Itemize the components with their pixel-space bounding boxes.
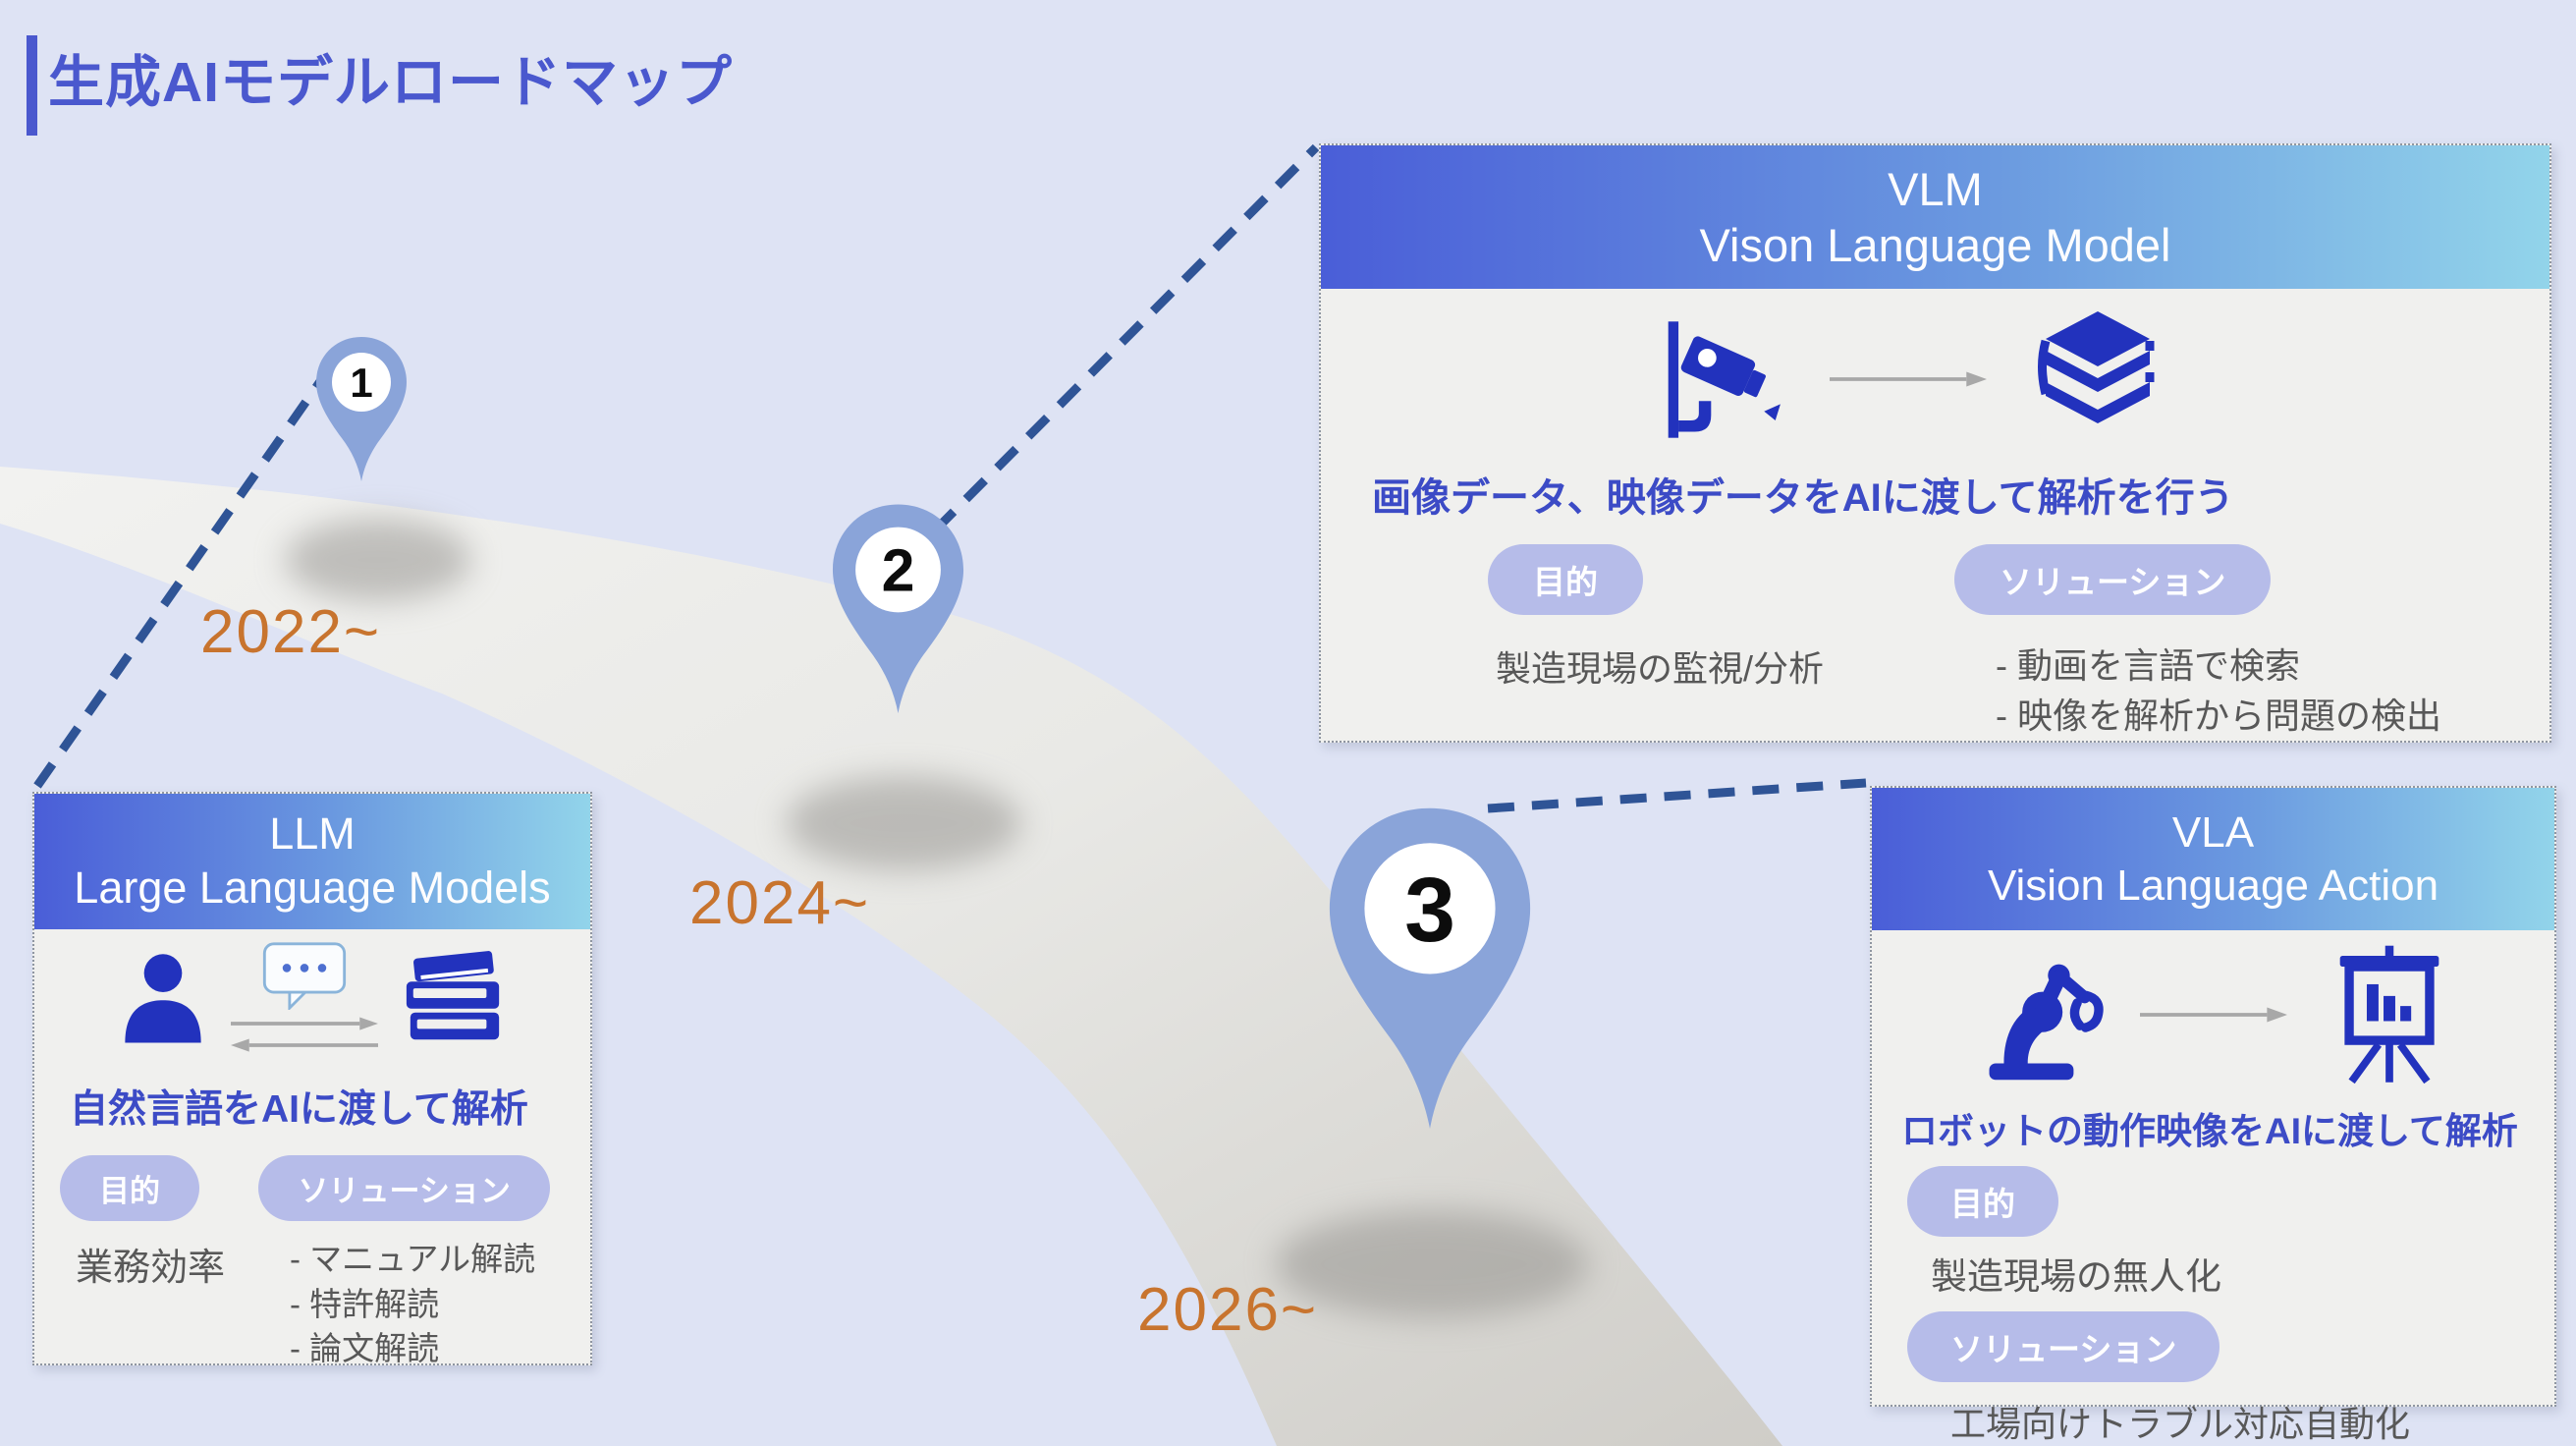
card-full-name: Vision Language Action [1987,861,2439,910]
connector-line-2 [931,143,1320,534]
purpose-text: 製造現場の無人化 [1931,1256,2221,1297]
card-abbr: VLM [1888,162,1983,215]
card-abbr: VLA [2171,807,2255,857]
solution-item: - 映像を解析から問題の検出 [1996,695,2441,737]
pill-row: 目的 ソリューション [34,1155,590,1221]
connector-line-3 [1487,778,1867,813]
user-icon [125,954,201,1043]
timeline-pin-1: 1 [312,336,411,483]
pin-number: 2 [882,537,915,604]
vlm-card: VLM Vison Language Model [1319,143,2551,743]
year-label-2024: 2024~ [689,869,871,937]
page-title: 生成AIモデルロードマップ [48,51,733,114]
solution-item: - 論文解読 [290,1330,440,1367]
solution-list: - 動画を言語で検索 - 映像を解析から問題の検出 [1996,640,2441,741]
purpose-column: 目的 製造現場の監視/分析 [1488,544,1910,741]
solution-item: - 特許解読 [290,1285,440,1322]
text-row: 業務効率 - マニュアル解読 - 特許解読 - 論文解読 [34,1237,590,1371]
card-body: ロボットの動作映像をAIに渡して解析 目的 製造現場の無人化 ソリューション 工… [1872,942,2554,1446]
map-pin-icon: 3 [1329,807,1531,1130]
vla-card: VLA Vision Language Action [1870,786,2556,1444]
connector-line-1 [33,345,348,789]
map-pin-icon: 2 [832,504,964,714]
purpose-text: 製造現場の監視/分析 [1496,648,1825,689]
card-header: VLM Vison Language Model [1321,145,2549,289]
solution-column: ソリューション - 動画を言語で検索 - 映像を解析から問題の検出 [1954,544,2441,741]
chat-and-arrows [222,941,387,1053]
arrow-right-icon [231,1017,378,1030]
card-header: LLM Large Language Models [34,794,590,929]
timeline-pin-2: 2 [827,503,969,716]
solution-item: - マニュアル解読 [290,1241,536,1277]
solution-item: - 動画を言語で検索 [1996,645,2300,686]
presentation-chart-icon [2339,945,2439,1084]
solution-pill: ソリューション [1954,544,2272,615]
stack: 目的 製造現場の無人化 ソリューション 工場向けトラブル対応自動化 [1872,1154,2554,1446]
icon-row [34,939,590,1055]
chat-bubble-icon [262,942,347,1010]
arrow-left-icon [231,1038,378,1052]
card-description: 画像データ、映像データをAIに渡して解析を行う [1372,476,2234,520]
pin-shadow-3 [1275,1210,1589,1318]
pin-shadow-2 [786,776,1021,870]
road-path [0,467,1782,1446]
solution-pill: ソリューション [1907,1311,2220,1382]
card-body: 画像データ、映像データをAIに渡して解析を行う 目的 製造現場の監視/分析 ソリ… [1321,305,2549,741]
solution-text: 工場向けトラブル対応自動化 [1950,1404,2411,1444]
books-icon [406,951,500,1040]
card-full-name: Vison Language Model [1699,219,2171,271]
card-description: ロボットの動作映像をAIに渡して解析 [1901,1111,2518,1151]
solution-pill: ソリューション [258,1155,550,1221]
robot-arm-icon [1989,964,2104,1081]
pin-number: 3 [1404,859,1455,961]
llm-card: LLM Large Language Models [32,792,592,1366]
timeline-pin-3: 3 [1321,798,1539,1141]
purpose-pill: 目的 [60,1155,199,1221]
card-header: VLA Vision Language Action [1872,788,2554,930]
year-label-2026: 2026~ [1137,1276,1319,1344]
arrow-right-icon [2139,1007,2287,1023]
icon-row [1321,305,2549,454]
arrow-right-icon [1830,371,1987,387]
pin-shadow-1 [285,519,471,601]
solution-list: - マニュアル解読 - 特許解読 - 論文解読 [290,1237,535,1371]
card-full-name: Large Language Models [74,862,551,913]
icon-row [1872,942,2554,1087]
cctv-camera-icon [1668,320,1781,438]
purpose-pill: 目的 [1907,1166,2058,1237]
year-label-2022: 2022~ [200,598,382,666]
card-body: 自然言語をAIに渡して解析 目的 ソリューション 業務効率 - マニュアル解読 … [34,939,590,1371]
card-abbr: LLM [269,808,356,860]
purpose-text: 業務効率 [76,1248,226,1289]
pin-number: 1 [350,360,372,406]
card-description: 自然言語をAIに渡して解析 [70,1088,528,1131]
purpose-pill: 目的 [1488,544,1643,615]
map-pin-icon: 1 [316,337,407,481]
books-icon [2038,311,2155,423]
page-title-accent-bar [27,35,37,136]
columns: 目的 製造現場の監視/分析 ソリューション - 動画を言語で検索 - 映像を解析… [1321,544,2549,741]
